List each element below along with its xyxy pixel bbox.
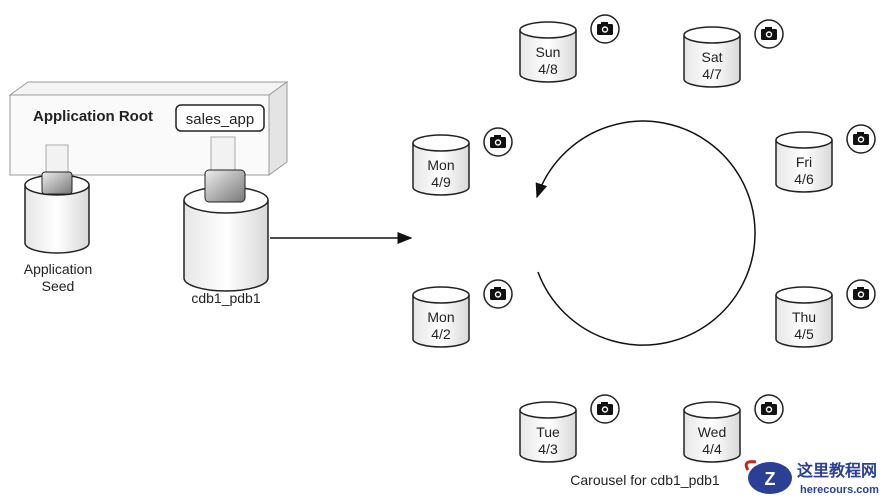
carousel-snapshots: Sun 4/8 Sat 4/7 Mon 4/9 Fr <box>412 14 876 463</box>
camera-icon <box>483 127 513 157</box>
camera-icon <box>483 279 513 309</box>
watermark-cn: 这里教程网 <box>797 461 877 480</box>
snapshot-cylinder <box>683 35 741 88</box>
snapshot-day: Thu <box>792 309 816 325</box>
camera-icon <box>590 14 620 44</box>
snapshot-day: Tue <box>536 424 560 440</box>
plug-icon <box>45 144 69 174</box>
snapshot-cylinder <box>412 143 470 196</box>
snapshot-3: Fri 4/6 <box>775 124 876 193</box>
plug-icon <box>210 136 236 172</box>
snapshot-cylinder-top <box>775 286 833 304</box>
snapshot-day: Fri <box>796 154 812 170</box>
camera-icon <box>846 279 876 309</box>
watermark-en: herecours.com <box>800 484 879 496</box>
seed-label-line2: Seed <box>42 278 75 294</box>
camera-icon <box>754 19 784 49</box>
snapshot-cylinder <box>412 295 470 348</box>
application-seed-database: Application Seed <box>24 144 93 294</box>
snapshot-date: 4/8 <box>538 61 558 77</box>
snapshot-date: 4/3 <box>538 441 558 457</box>
snapshot-cylinder <box>775 295 833 348</box>
snapshot-1: Sat 4/7 <box>683 19 784 88</box>
application-root-label: Application Root <box>33 108 153 125</box>
watermark-logo: Z 这里教程网 herecours.com <box>744 460 879 496</box>
carousel-cycle-arrow <box>535 120 756 346</box>
pdb-label: cdb1_pdb1 <box>191 290 261 306</box>
snapshot-cylinder-top <box>683 401 741 419</box>
snapshot-cylinder-top <box>412 134 470 152</box>
snapshot-date: 4/4 <box>702 441 722 457</box>
app-name: sales_app <box>186 111 254 128</box>
camera-icon <box>590 394 620 424</box>
snapshot-cylinder-top <box>519 21 577 39</box>
snapshot-day: Wed <box>698 424 727 440</box>
snapshot-0: Sun 4/8 <box>519 14 620 83</box>
carousel-label: Carousel for cdb1_pdb1 <box>570 472 720 488</box>
snapshot-5: Thu 4/5 <box>775 279 876 348</box>
snapshot-day: Mon <box>427 309 454 325</box>
snapshot-day: Mon <box>427 157 454 173</box>
snapshot-6: Tue 4/3 <box>519 394 620 463</box>
seed-label-line1: Application <box>24 261 93 277</box>
snapshot-2: Mon 4/9 <box>412 127 513 196</box>
snapshot-day: Sat <box>701 49 722 65</box>
snapshot-cylinder <box>519 410 577 463</box>
camera-icon <box>846 124 876 154</box>
svg-text:Z: Z <box>765 469 776 489</box>
snapshot-cylinder <box>775 140 833 193</box>
snapshot-cylinder-top <box>683 26 741 44</box>
camera-icon <box>754 394 784 424</box>
pdb-database: cdb1_pdb1 <box>183 136 269 306</box>
snapshot-date: 4/7 <box>702 66 722 82</box>
snapshot-cylinder <box>519 30 577 83</box>
snapshot-date: 4/5 <box>794 326 814 342</box>
connector-icon <box>204 169 246 203</box>
snapshot-date: 4/2 <box>431 326 451 342</box>
snapshot-cylinder <box>683 410 741 463</box>
snapshot-date: 4/9 <box>431 174 451 190</box>
snapshot-4: Mon 4/2 <box>412 279 513 348</box>
snapshot-date: 4/6 <box>794 171 814 187</box>
app-name-box <box>175 104 265 132</box>
snapshot-cylinder-top <box>519 401 577 419</box>
snapshot-cylinder-top <box>412 286 470 304</box>
snapshot-7: Wed 4/4 <box>683 394 784 463</box>
connector-icon <box>41 171 73 195</box>
snapshot-cylinder-top <box>775 131 833 149</box>
snapshot-day: Sun <box>536 44 561 60</box>
